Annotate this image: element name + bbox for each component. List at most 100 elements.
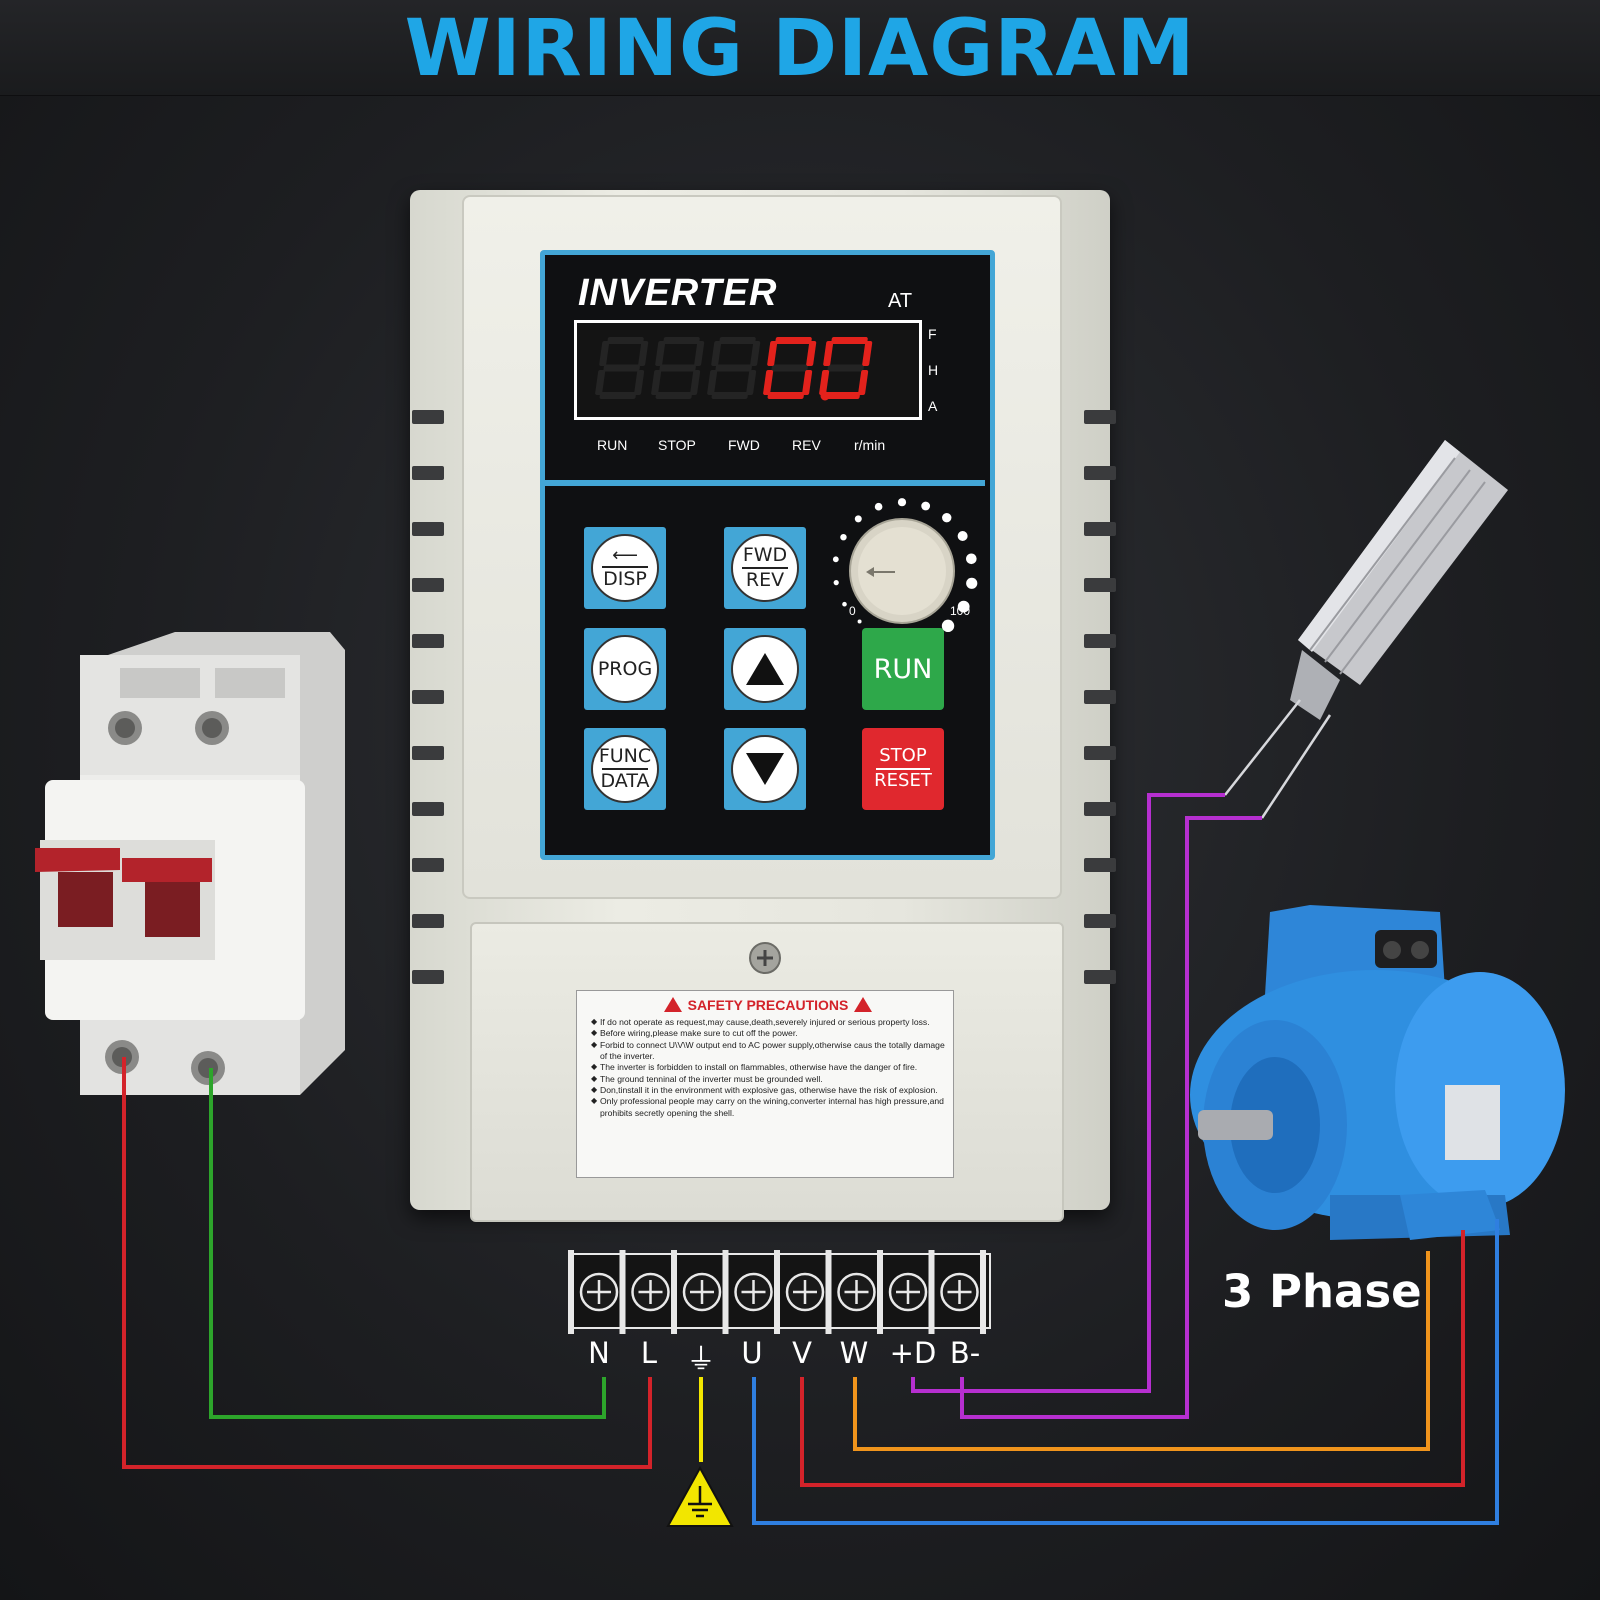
- triangle-up-icon: [746, 653, 784, 685]
- brake-resistor: [1224, 440, 1508, 819]
- terminal-l-label: L: [640, 1336, 658, 1370]
- terminal-screw[interactable]: [785, 1272, 825, 1312]
- triangle-down-icon: [746, 753, 784, 785]
- terminal-screw[interactable]: [734, 1272, 773, 1312]
- status-rev: REV: [792, 437, 821, 453]
- page-title: WIRING DIAGRAM: [404, 4, 1196, 94]
- led-digit: [763, 337, 817, 399]
- inverter-brand: INVERTER: [578, 272, 778, 314]
- cooling-fin: [1084, 970, 1116, 984]
- unit-label-a: A: [928, 398, 938, 414]
- led-digit: [707, 337, 761, 399]
- cooling-fin: [412, 746, 444, 760]
- cooling-fin: [1084, 578, 1116, 592]
- terminal-screw[interactable]: [940, 1272, 979, 1312]
- terminal-plus-d-label: +D: [889, 1336, 937, 1370]
- bezel-divider: [545, 480, 985, 486]
- wire-l-red: [122, 1057, 652, 1469]
- safety-rule: Only professional people may carry on th…: [591, 1096, 945, 1119]
- led-display: [574, 320, 922, 420]
- motor-3-phase: [1190, 905, 1565, 1240]
- cooling-fin: [1084, 466, 1116, 480]
- terminal-strip: [568, 1250, 991, 1334]
- safety-rule: The ground tenninal of the inverter must…: [591, 1074, 945, 1085]
- cooling-fin: [1084, 858, 1116, 872]
- cooling-fin: [1084, 914, 1116, 928]
- reset-key-label: RESET: [874, 770, 932, 791]
- cooling-fin: [412, 522, 444, 536]
- stop-key-label: STOP: [879, 745, 927, 767]
- cooling-fin: [412, 578, 444, 592]
- cooling-fins-left: [408, 300, 468, 984]
- wiring: [122, 793, 1499, 1525]
- cooling-fin: [1084, 690, 1116, 704]
- cooling-fins-right: [1060, 300, 1120, 984]
- wire-b-minus-purple: [960, 816, 1262, 1419]
- terminal-screw[interactable]: [682, 1272, 722, 1312]
- stop-reset-key[interactable]: STOP RESET: [862, 728, 944, 810]
- fwd-key-label: FWD: [742, 544, 788, 567]
- led-digits: [595, 337, 873, 401]
- up-key[interactable]: [724, 628, 806, 710]
- terminal-v-label: V: [792, 1336, 812, 1370]
- cooling-fin: [412, 690, 444, 704]
- disp-key-label: DISP: [603, 567, 647, 590]
- status-run: RUN: [597, 437, 628, 453]
- terminal-b-minus-label: B-: [949, 1336, 981, 1370]
- led-decimal-point: [820, 391, 830, 401]
- rev-key-label: REV: [745, 569, 785, 591]
- knob-min-label: 0: [849, 604, 856, 618]
- func-data-key[interactable]: FUNC DATA: [584, 728, 666, 810]
- wire-w-orange: [853, 1251, 1430, 1451]
- warning-icon: [663, 997, 682, 1012]
- motor-nameplate: [1445, 1085, 1500, 1160]
- terminal-screw[interactable]: [837, 1272, 876, 1312]
- terminal-w-label: W: [839, 1336, 869, 1370]
- cooling-fin: [1084, 802, 1116, 816]
- led-digit: [819, 337, 873, 399]
- inverter-model: AT: [888, 290, 913, 312]
- breaker-toggle-left[interactable]: [35, 848, 120, 872]
- cooling-fin: [412, 410, 444, 424]
- cooling-fin: [1084, 634, 1116, 648]
- wire-u-blue: [752, 1219, 1499, 1525]
- disp-key[interactable]: ⟵ DISP: [584, 527, 666, 609]
- circuit-breaker: [35, 632, 345, 1095]
- prog-key-label: PROG: [597, 657, 653, 680]
- safety-rule: Don,tinstall it in the environment with …: [591, 1085, 945, 1096]
- prog-key[interactable]: PROG: [584, 628, 666, 710]
- fwd-rev-key[interactable]: FWD REV: [724, 527, 806, 609]
- title-bar: [0, 0, 1600, 96]
- cooling-fin: [412, 634, 444, 648]
- func-key-label: FUNC: [598, 745, 652, 768]
- knob-max-label: 100: [950, 604, 971, 618]
- status-rpm: r/min: [854, 437, 886, 453]
- unit-label-h: H: [928, 362, 939, 378]
- wire-plus-d-purple: [911, 793, 1225, 1393]
- status-stop: STOP: [658, 437, 696, 453]
- terminal-screw[interactable]: [631, 1272, 670, 1312]
- terminal-n-label: N: [588, 1336, 610, 1370]
- warning-icon: [854, 997, 873, 1012]
- breaker-toggle-right[interactable]: [122, 858, 212, 882]
- motor-shaft: [1198, 1110, 1273, 1140]
- cooling-fin: [412, 466, 444, 480]
- terminal-u-label: U: [741, 1336, 763, 1370]
- terminal-screw[interactable]: [888, 1272, 928, 1312]
- safety-title: SAFETY PRECAUTIONS: [687, 997, 849, 1013]
- run-key[interactable]: RUN: [862, 628, 944, 710]
- down-key[interactable]: [724, 728, 806, 810]
- run-key-label: RUN: [873, 653, 933, 685]
- wire-n-green: [209, 1068, 606, 1419]
- cooling-fin: [412, 970, 444, 984]
- unit-label-f: F: [928, 326, 937, 342]
- ground-symbol: [666, 1465, 734, 1527]
- safety-rule: The inverter is forbidden to install on …: [591, 1062, 945, 1073]
- cooling-fin: [1084, 522, 1116, 536]
- terminal-screw[interactable]: [579, 1272, 619, 1312]
- data-key-label: DATA: [600, 770, 650, 792]
- led-digit: [595, 337, 649, 399]
- terminal-ground-label: ⏚: [686, 1342, 716, 1376]
- cooling-fin: [1084, 746, 1116, 760]
- safety-rule: If do not operate as request,may cause,d…: [591, 1017, 945, 1028]
